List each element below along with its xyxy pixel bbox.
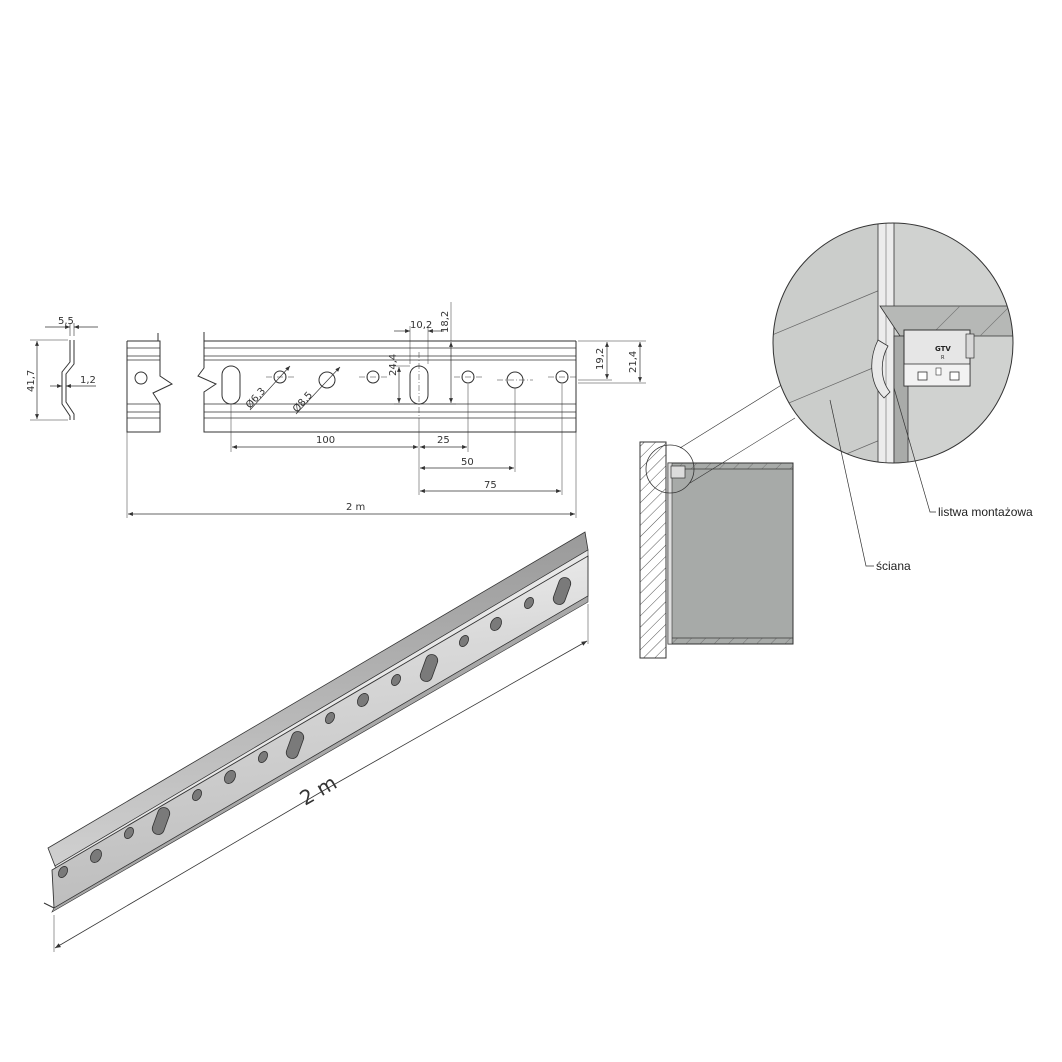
- dim-total-length: 2 m: [346, 502, 365, 513]
- cabinet-assembly: [639, 334, 863, 659]
- dim-slot-width: 10,2: [410, 320, 432, 331]
- dim-hole-row: 19,2: [595, 348, 606, 370]
- rail-perspective: 2 m: [43, 531, 589, 952]
- wall-section: [639, 441, 667, 659]
- rail-hole: [134, 371, 148, 385]
- detail-marker-circle: [645, 444, 695, 494]
- hanger-logo: GTV: [935, 345, 951, 353]
- dim-spacing-75: 75: [484, 480, 497, 491]
- rail-holes: [58, 577, 572, 878]
- zoom-detail: GTV R listwa montażowa ściana: [772, 222, 1033, 573]
- dim-slot-length: 24,4: [388, 354, 399, 376]
- perspective-length-label: 2 m: [296, 770, 341, 810]
- rail-main-outline: [197, 332, 577, 433]
- rail-left-stub: [126, 333, 174, 433]
- hanger-hook: [871, 339, 891, 399]
- profile-section: 5,5 41,7 1,2: [26, 316, 98, 421]
- dim-height: 41,7: [26, 370, 37, 392]
- dim-top-width: 5,5: [58, 316, 74, 327]
- zoom-circle: [772, 222, 1014, 464]
- front-view: Ø6,3 Ø8,5 24,4 10,2 18,2 19,2 21,4: [126, 302, 646, 518]
- dim-overall-height: 21,4: [628, 351, 639, 373]
- label-wall: ściana: [876, 559, 911, 573]
- rail-hole: [318, 371, 336, 389]
- dim-hole-small: Ø6,3: [243, 385, 268, 411]
- label-rail: listwa montażowa: [938, 505, 1033, 519]
- dim-thickness: 1,2: [80, 375, 96, 386]
- rail-face: [51, 555, 589, 909]
- rail-slot: [221, 365, 241, 405]
- dim-slot-height: 18,2: [440, 311, 451, 333]
- dim-spacing-100: 100: [316, 435, 335, 446]
- cabinet-body: [667, 462, 794, 645]
- dim-spacing-25: 25: [437, 435, 450, 446]
- dim-hole-large: Ø8,5: [290, 389, 315, 415]
- profile-outline: [61, 340, 75, 420]
- rail-top-lip: [47, 531, 589, 867]
- dim-spacing-50: 50: [461, 457, 474, 468]
- hanger-small: [670, 465, 686, 479]
- hanger-mark: R: [941, 355, 945, 361]
